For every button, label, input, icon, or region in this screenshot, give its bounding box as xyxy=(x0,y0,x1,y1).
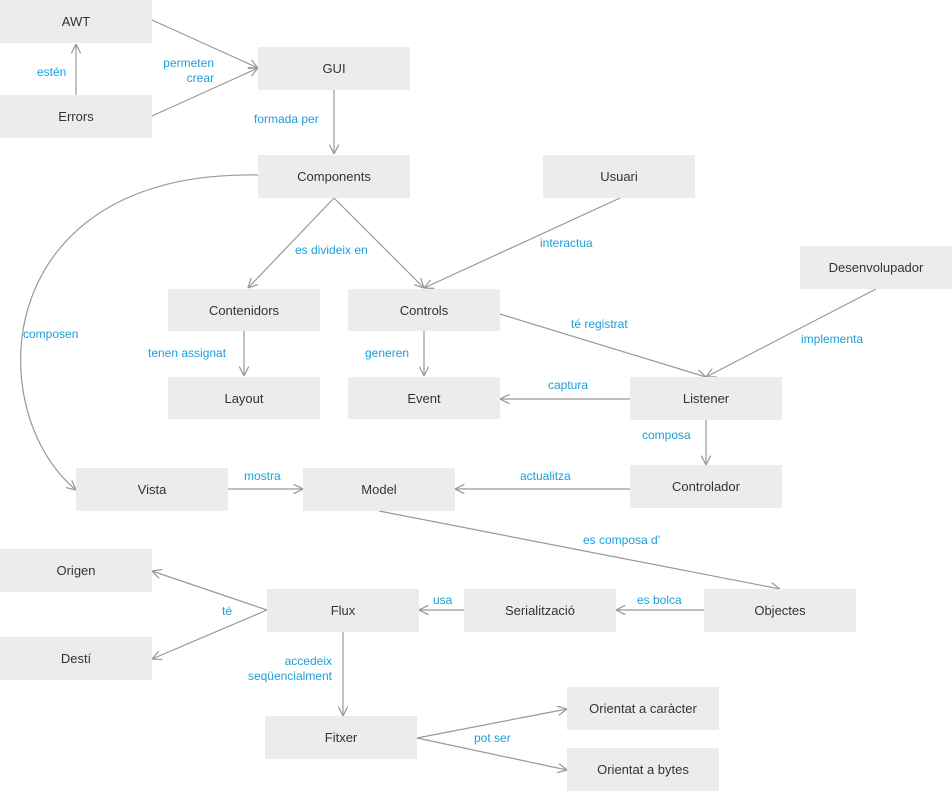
node-awt[interactable]: AWT xyxy=(0,0,152,43)
edge-errors-gui xyxy=(151,68,258,117)
edge-components-vista xyxy=(20,174,259,490)
node-errors[interactable]: Errors xyxy=(0,95,152,138)
label-accedeix-line2: seqüencialment xyxy=(247,669,332,683)
label-mostra: mostra xyxy=(244,469,281,483)
label-actualitza: actualitza xyxy=(520,469,571,483)
edge-components-contenidors xyxy=(248,197,335,288)
label-es-composa-d: es composa d' xyxy=(583,533,660,547)
edge-desenvolupador-listener xyxy=(706,288,877,377)
node-serialitzacio[interactable]: Serialització xyxy=(464,589,616,632)
label-permeten-crear: permeten crear xyxy=(150,56,214,86)
edge-usuari-controls xyxy=(424,197,621,288)
node-origen[interactable]: Origen xyxy=(0,549,152,592)
node-vista[interactable]: Vista xyxy=(76,468,228,511)
edge-flux-origen xyxy=(152,571,268,611)
label-composen: composen xyxy=(23,327,79,341)
node-controlador[interactable]: Controlador xyxy=(630,465,782,508)
node-components[interactable]: Components xyxy=(258,155,410,198)
label-generen: generen xyxy=(365,346,410,360)
label-es-bolca: es bolca xyxy=(637,593,682,607)
node-model[interactable]: Model xyxy=(303,468,455,511)
node-objectes[interactable]: Objectes xyxy=(704,589,856,632)
node-orientat-caracter[interactable]: Orientat a caràcter xyxy=(567,687,719,730)
node-desti[interactable]: Destí xyxy=(0,637,152,680)
edge-fitxer-bytes xyxy=(416,737,567,770)
edge-fitxer-caracter xyxy=(416,709,567,739)
node-contenidors[interactable]: Contenidors xyxy=(168,289,320,331)
node-usuari[interactable]: Usuari xyxy=(543,155,695,198)
node-gui[interactable]: GUI xyxy=(258,47,410,90)
node-listener[interactable]: Listener xyxy=(630,377,782,420)
edge-flux-desti xyxy=(152,609,268,659)
label-interactua: interactua xyxy=(540,236,593,250)
label-formada-per: formada per xyxy=(254,112,319,126)
label-usa: usa xyxy=(433,593,453,607)
label-tenen-assignat: tenen assignat xyxy=(148,346,227,360)
label-accedeix-line1: accedeix xyxy=(284,654,332,668)
node-event[interactable]: Event xyxy=(348,377,500,419)
node-orientat-bytes[interactable]: Orientat a bytes xyxy=(567,748,719,791)
label-composa: composa xyxy=(642,428,691,442)
edge-controls-listener xyxy=(499,313,706,377)
node-controls[interactable]: Controls xyxy=(348,289,500,331)
label-implementa: implementa xyxy=(801,332,864,346)
edge-components-controls xyxy=(333,197,424,288)
node-fitxer[interactable]: Fitxer xyxy=(265,716,417,759)
node-layout[interactable]: Layout xyxy=(168,377,320,419)
label-te: té xyxy=(222,604,233,618)
label-permeten-line1: permeten xyxy=(163,56,214,70)
label-es-divideix-en: es divideix en xyxy=(295,243,368,257)
label-accedeix: accedeix seqüencialment xyxy=(226,654,332,684)
label-captura: captura xyxy=(548,378,589,392)
node-desenvolupador[interactable]: Desenvolupador xyxy=(800,246,952,289)
edge-model-objectes xyxy=(378,510,780,589)
node-flux[interactable]: Flux xyxy=(267,589,419,632)
label-te-registrat: té registrat xyxy=(571,317,628,331)
edge-awt-gui xyxy=(151,19,258,68)
label-esten: estén xyxy=(37,65,67,79)
label-permeten-line2: crear xyxy=(186,71,214,85)
label-pot-ser: pot ser xyxy=(474,731,511,745)
